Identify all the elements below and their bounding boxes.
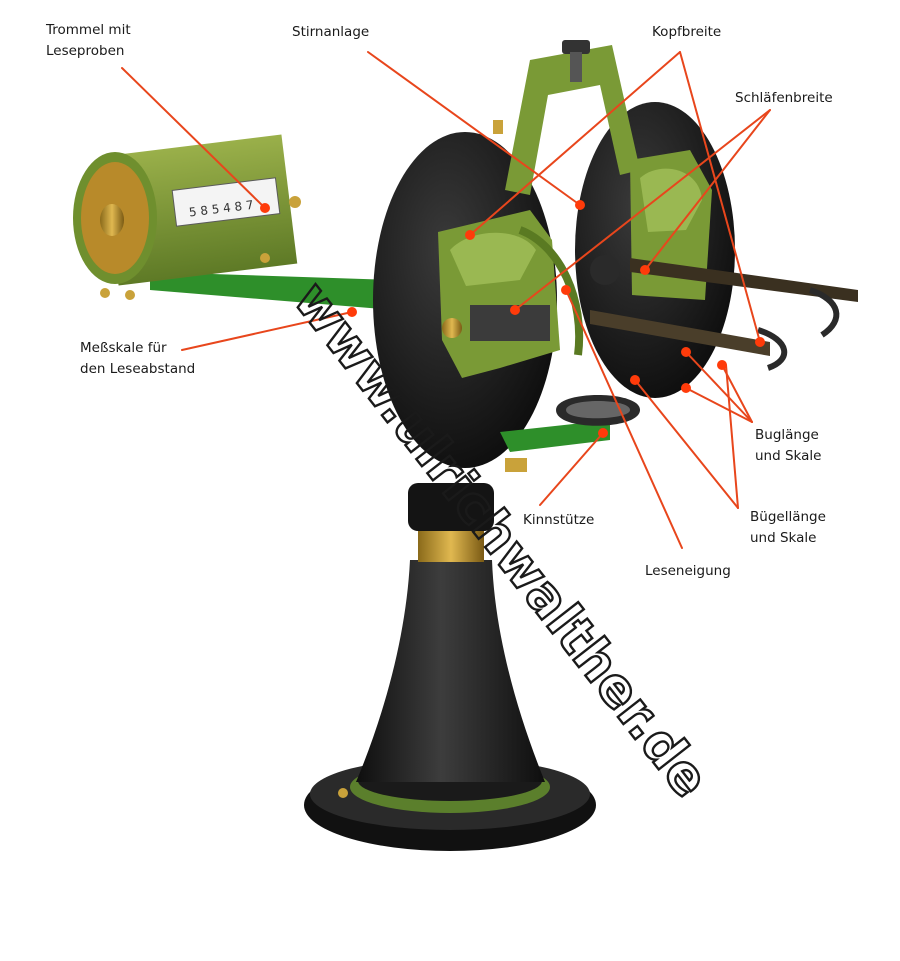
marker-buegel	[630, 375, 640, 385]
marker-schlaefen-1	[510, 305, 520, 315]
marker-messskale	[347, 307, 357, 317]
label-kopfbreite: Kopfbreite	[652, 24, 722, 40]
head-frame	[493, 40, 640, 195]
label-kinnstuetze: Kinnstütze	[523, 512, 595, 528]
leader-stirnanlage	[367, 51, 581, 206]
marker-dots	[260, 200, 765, 438]
leader-bug-2	[685, 387, 753, 423]
pedestal-column	[356, 458, 545, 782]
label-trommel: Trommel mit Leseproben	[46, 22, 131, 59]
label-buglaenge: Buglänge und Skale	[755, 427, 822, 464]
reading-drum: 5 8 5 4 8 7	[73, 134, 301, 300]
leader-messskale	[181, 311, 353, 351]
marker-schlaefen-2	[640, 265, 650, 275]
leader-bug-1	[685, 351, 753, 423]
marker-kinn	[598, 428, 608, 438]
leader-lines	[121, 51, 771, 549]
leader-leseneigung	[565, 289, 683, 549]
marker-bug-3	[717, 360, 727, 370]
chin-rest	[500, 395, 640, 452]
leader-trommel	[121, 67, 266, 209]
leader-kopfbreite-1	[469, 51, 681, 236]
marker-bug-2	[681, 383, 691, 393]
leader-schlaefen-1	[514, 109, 771, 311]
label-stirnanlage: Stirnanlage	[292, 24, 370, 40]
label-buegellaenge: Bügellänge und Skale	[750, 509, 826, 546]
marker-bug-1	[681, 347, 691, 357]
marker-kopfbreite-2	[755, 337, 765, 347]
leader-schlaefen-2	[644, 109, 771, 271]
front-mechanism	[438, 210, 584, 378]
label-schlaefenbreite: Schläfenbreite	[735, 90, 833, 106]
leader-buegel-1	[634, 379, 739, 509]
leader-kopfbreite-2	[679, 51, 761, 343]
marker-trommel	[260, 203, 270, 213]
label-messskale: Meßskale für den Leseabstand	[80, 340, 196, 377]
label-leseneigung: Leseneigung	[645, 563, 731, 579]
leader-buegel-2	[725, 364, 739, 509]
marker-stirnanlage	[575, 200, 585, 210]
leader-kinn	[539, 432, 604, 506]
distance-scale-rail	[150, 272, 395, 310]
marker-leseneigung	[561, 285, 571, 295]
marker-kopfbreite-1	[465, 230, 475, 240]
temple-rails	[590, 258, 858, 371]
